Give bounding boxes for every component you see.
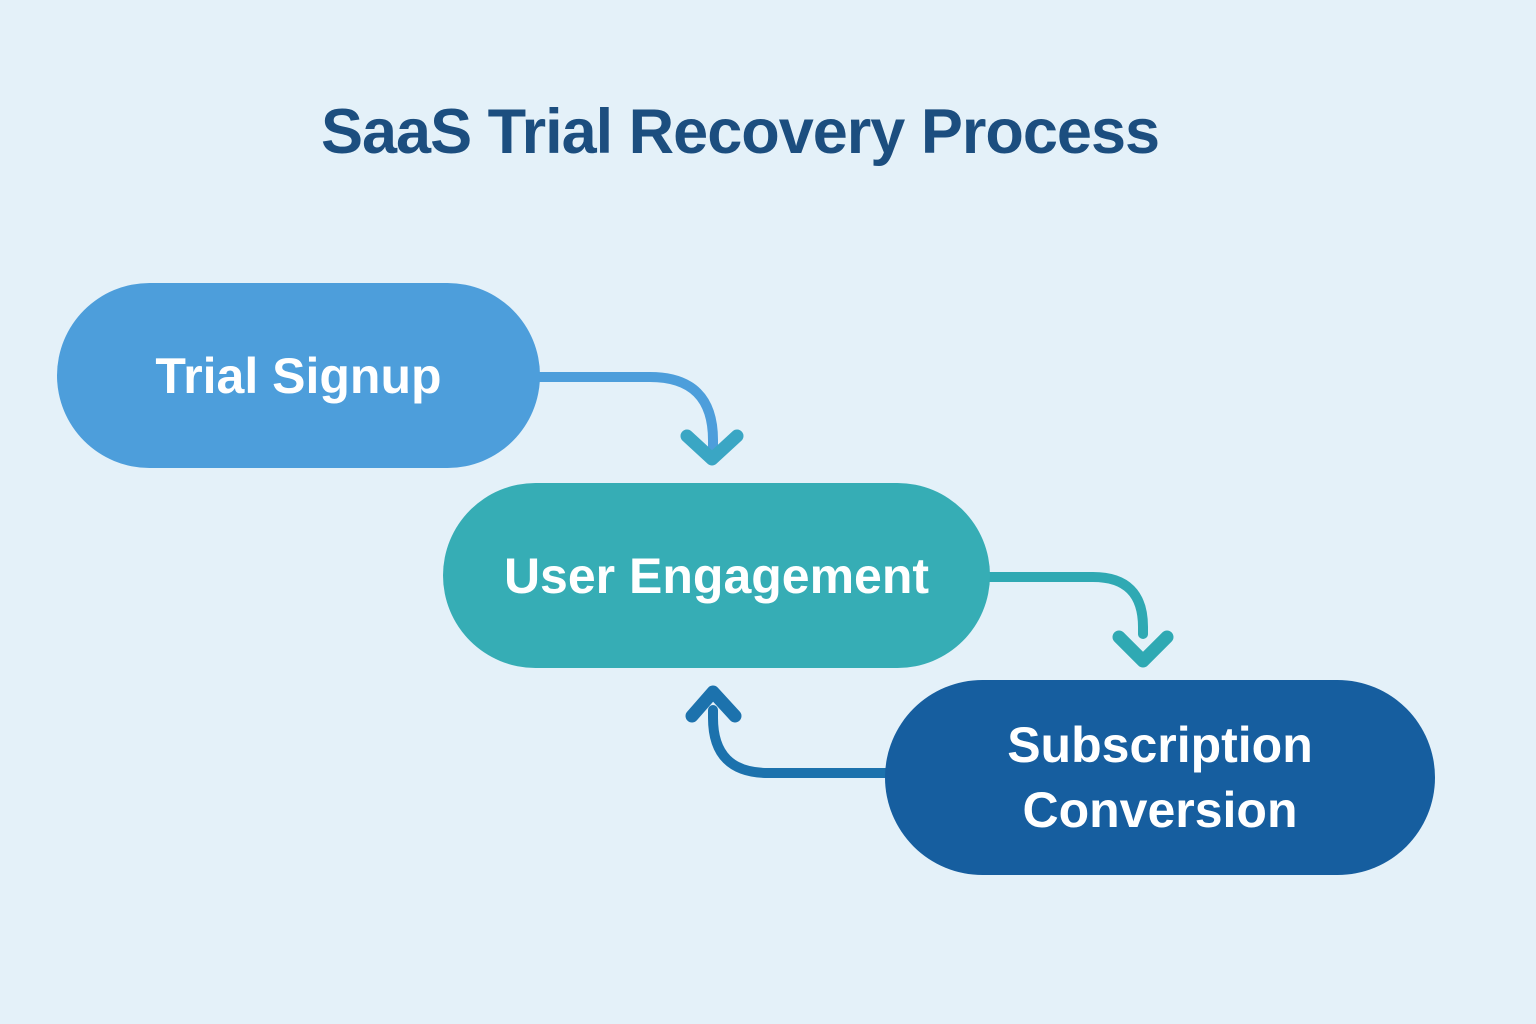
- node-trial-signup: Trial Signup: [57, 283, 540, 468]
- node-user-engagement-label: User Engagement: [503, 547, 930, 604]
- node-subscription-conversion-label: Subscription Conversion: [1007, 716, 1313, 838]
- arrow-head-up-icon: [685, 685, 742, 723]
- arrow-head-down-icon: [680, 429, 744, 466]
- arrow-line: [525, 372, 718, 457]
- arrow-subscription-conversion-to-user-engagement: [685, 685, 900, 778]
- arrow-line: [975, 572, 1148, 639]
- arrow-head-down-icon: [1112, 630, 1174, 668]
- diagram-title: SaaS Trial Recovery Process: [320, 97, 1160, 167]
- node-user-engagement: User Engagement: [443, 483, 990, 668]
- arrow-trial-signup-to-user-engagement: [525, 372, 744, 466]
- node-trial-signup-label: Trial Signup: [155, 347, 442, 404]
- arrow-line: [708, 705, 900, 778]
- arrow-user-engagement-to-subscription-conversion: [975, 572, 1174, 668]
- node-subscription-conversion: Subscription Conversion: [885, 680, 1435, 875]
